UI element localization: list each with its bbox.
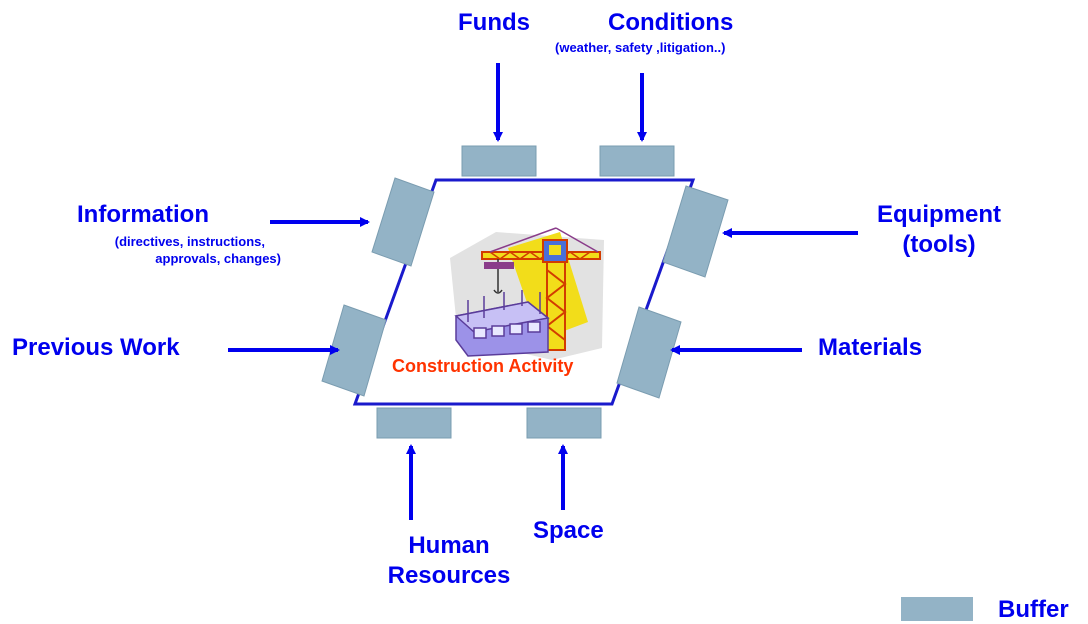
construction-crane-building-icon <box>450 227 604 360</box>
activity-label: Construction Activity <box>392 356 574 376</box>
label-information: Information <box>77 201 209 228</box>
note-information-line1: (directives, instructions, <box>114 234 265 249</box>
label-equipment-line1: Equipment <box>877 201 1001 228</box>
legend-buffer-swatch <box>901 597 973 621</box>
label-equipment-line2: (tools) <box>902 231 976 258</box>
label-funds: Funds <box>458 9 530 36</box>
label-conditions: Conditions <box>608 9 734 36</box>
buffer-materials <box>616 306 682 399</box>
label-previous-work: Previous Work <box>12 334 180 361</box>
buffer-space <box>526 407 602 439</box>
buffer-funds <box>461 145 537 177</box>
buffer-conditions <box>599 145 675 177</box>
label-human-resources-line2: Resources <box>387 562 511 589</box>
legend-buffer-label: Buffer <box>998 596 1069 623</box>
label-materials: Materials <box>818 334 923 361</box>
buffers <box>321 145 729 439</box>
buffer-information <box>371 177 435 267</box>
buffer-previous-work <box>321 304 387 397</box>
arrows <box>228 63 858 520</box>
label-space: Space <box>533 517 604 544</box>
note-conditions: (weather, safety ,litigation..) <box>555 40 726 55</box>
buffer-human-resources <box>376 407 452 439</box>
note-information-line2: approvals, changes) <box>155 251 281 266</box>
buffer-equipment <box>662 185 729 278</box>
label-human-resources-line1: Human <box>408 532 490 559</box>
